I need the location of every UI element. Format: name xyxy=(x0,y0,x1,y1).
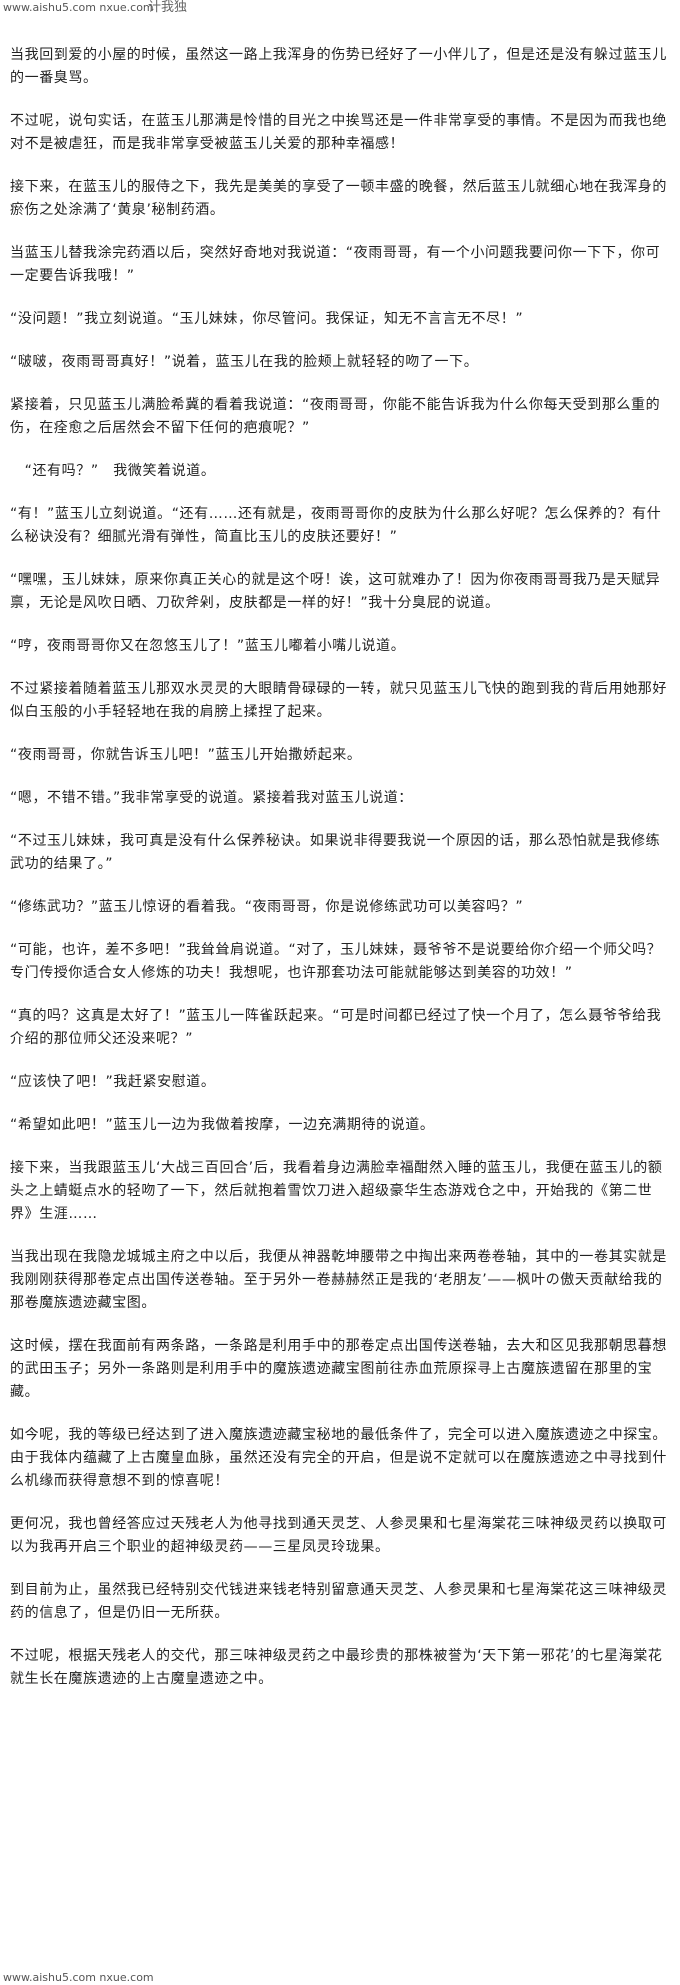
watermark-cut-text: 计我独 xyxy=(148,0,188,15)
paragraph: 如今呢，我的等级已经达到了进入魔族遗迹藏宝秘地的最低条件了，完全可以进入魔族遗迹… xyxy=(10,1427,667,1489)
watermark-top: www.aishu5.com nxue.com xyxy=(3,1,154,14)
paragraph: 接下来，当我跟蓝玉儿‘大战三百回合’后，我看着身边满脸幸福酣然入睡的蓝玉儿，我便… xyxy=(10,1160,663,1222)
chapter-text: 当我回到爱的小屋的时候，虽然这一路上我浑身的伤势已经好了一小伴儿了，但是还是没有… xyxy=(10,44,672,1711)
paragraph: “夜雨哥哥，你就告诉玉儿吧！”蓝玉儿开始撒娇起来。 xyxy=(10,747,362,763)
paragraph: “嘿嘿，玉儿妹妹，原来你真正关心的就是这个呀！诶，这可就难办了！因为你夜雨哥哥我… xyxy=(10,572,661,611)
watermark-bottom: www.aishu5.com nxue.com xyxy=(3,1971,154,1984)
paragraph: 不过紧接着随着蓝玉儿那双水灵灵的大眼睛骨碌碌的一转，就只见蓝玉儿飞快的跑到我的背… xyxy=(10,681,667,720)
paragraph: “嗯，不错不错。”我非常享受的说道。紧接着我对蓝玉儿说道： xyxy=(10,790,413,806)
paragraph: 不过呢，根据天残老人的交代，那三味神级灵药之中最珍贵的那株被誉为‘天下第一邪花’… xyxy=(10,1648,663,1687)
paragraph: “可能，也许，差不多吧！”我耸耸肩说道。“对了，玉儿妹妹，聂爷爷不是说要给你介绍… xyxy=(10,942,662,981)
paragraph: 到目前为止，虽然我已经特别交代钱进来钱老特别留意通天灵芝、人参灵果和七星海棠花这… xyxy=(10,1582,667,1621)
paragraph: 当我回到爱的小屋的时候，虽然这一路上我浑身的伤势已经好了一小伴儿了，但是还是没有… xyxy=(10,47,667,86)
paragraph: 不过呢，说句实话，在蓝玉儿那满是怜惜的目光之中挨骂还是一件非常享受的事情。不是因… xyxy=(10,113,667,152)
paragraph: 紧接着，只见蓝玉儿满脸希冀的看着我说道：“夜雨哥哥，你能不能告诉我为什么你每天受… xyxy=(10,397,661,436)
paragraph: “啵啵，夜雨哥哥真好！”说着，蓝玉儿在我的脸颊上就轻轻的吻了一下。 xyxy=(10,354,479,370)
paragraph: “希望如此吧！”蓝玉儿一边为我做着按摩，一边充满期待的说道。 xyxy=(10,1117,435,1133)
paragraph: “没问题！”我立刻说道。“玉儿妹妹，你尽管问。我保证，知无不言言无不尽！” xyxy=(10,311,524,327)
paragraph: “应该快了吧！”我赶紧安慰道。 xyxy=(10,1074,216,1090)
paragraph: “真的吗？这真是太好了！”蓝玉儿一阵雀跃起来。“可是时间都已经过了快一个月了，怎… xyxy=(10,1008,662,1047)
paragraph: “修练武功？”蓝玉儿惊讶的看着我。“夜雨哥哥，你是说修练武功可以美容吗？” xyxy=(10,899,524,915)
paragraph: 更何况，我也曾经答应过天残老人为他寻找到通天灵芝、人参灵果和七星海棠花三味神级灵… xyxy=(10,1516,667,1555)
paragraph: “不过玉儿妹妹，我可真是没有什么保养秘诀。如果说非得要我说一个原因的话，那么恐怕… xyxy=(10,833,661,872)
paragraph: 当我出现在我隐龙城城主府之中以后，我便从神器乾坤腰带之中掏出来两卷卷轴，其中的一… xyxy=(10,1249,667,1311)
paragraph: 接下来，在蓝玉儿的服侍之下，我先是美美的享受了一顿丰盛的晚餐，然后蓝玉儿就细心地… xyxy=(10,179,667,218)
paragraph: “有！”蓝玉儿立刻说道。“还有……还有就是，夜雨哥哥你的皮肤为什么那么好呢？怎么… xyxy=(10,506,662,545)
paragraph: 这时候，摆在我面前有两条路，一条路是利用手中的那卷定点出国传送卷轴，去大和区见我… xyxy=(10,1338,667,1400)
paragraph: 当蓝玉儿替我涂完药酒以后，突然好奇地对我说道：“夜雨哥哥，有一个小问题我要问你一… xyxy=(10,245,661,284)
paragraph: “还有吗？” 我微笑着说道。 xyxy=(10,463,216,479)
paragraph: “哼，夜雨哥哥你又在忽悠玉儿了！”蓝玉儿嘟着小嘴儿说道。 xyxy=(10,638,406,654)
